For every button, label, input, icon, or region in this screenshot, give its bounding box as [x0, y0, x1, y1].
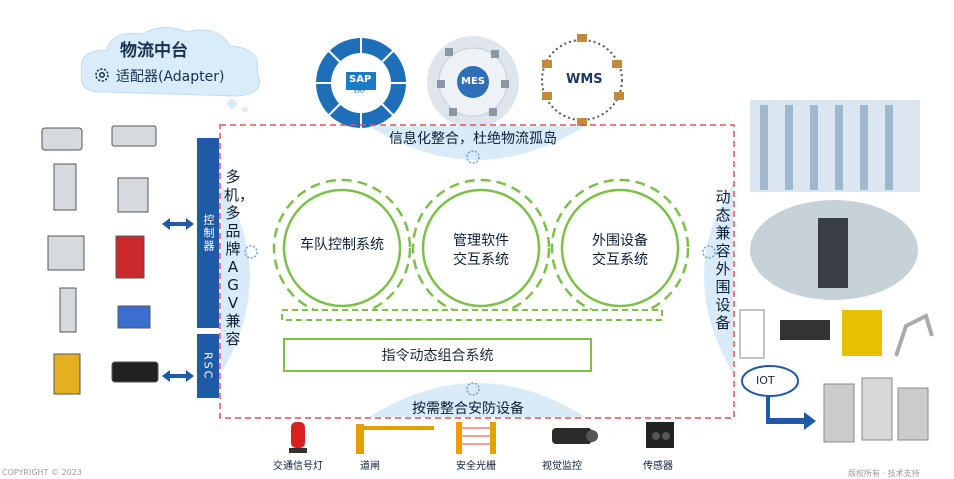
barrier-gate-icon: [356, 424, 434, 454]
wms-icon: [541, 34, 624, 126]
peripheral-devices: [739, 309, 934, 359]
sap-label: SAP: [349, 74, 372, 85]
device-label-traffic-light: 交通信号灯: [273, 461, 323, 472]
gear-label-mgmt: 管理软件 交互系统: [453, 233, 509, 268]
device-label-camera: 视觉监控: [542, 461, 582, 472]
lift-image: [750, 200, 918, 300]
traffic-light-icon: [289, 422, 307, 453]
erp-label: ERP: [354, 88, 366, 95]
small-gear-icon: [702, 245, 716, 259]
iot-arrow-icon: [766, 396, 816, 430]
cloud-shape: [80, 27, 260, 112]
top-banner: 信息化整合，杜绝物流孤岛: [389, 131, 557, 147]
device-label-barrier: 道闸: [360, 461, 380, 472]
gear-label-periph: 外围设备 交互系统: [592, 233, 648, 268]
cloud-subtitle: 适配器(Adapter): [116, 69, 225, 85]
cloud-title: 物流中台: [120, 41, 188, 61]
gears: [272, 178, 690, 321]
gear-label-fleet: 车队控制系统: [300, 237, 384, 253]
controller-bar: 控制器: [197, 138, 219, 328]
mes-label: MES: [461, 76, 485, 87]
gear-icon: [95, 68, 109, 82]
mes-icon: [427, 36, 519, 128]
double-arrow-icon: [162, 218, 194, 230]
footer-right: 版权所有 · 技术支持: [848, 469, 920, 478]
agv-robots: [41, 125, 159, 395]
footer-left: COPYRIGHT © 2023: [2, 468, 82, 477]
command-system-box: 指令动态组合系统: [283, 338, 592, 372]
left-vertical-text: 多机，多品牌AGV兼容: [224, 168, 255, 348]
right-vertical-text: 动态兼容外围设备: [715, 188, 731, 332]
small-gear-icon: [466, 150, 480, 164]
camera-icon: [552, 428, 598, 444]
device-label-light-curtain: 安全光栅: [456, 461, 496, 472]
sensor-icon: [646, 422, 674, 448]
production-line-image: [823, 377, 929, 443]
device-label-sensor: 传感器: [643, 461, 673, 472]
small-gear-icon: [244, 245, 258, 259]
warehouse-rack-image: [750, 100, 920, 192]
iot-label: IOT: [756, 374, 775, 387]
double-arrow-icon: [162, 370, 194, 382]
main-frame: [219, 124, 735, 419]
sap-erp-icon: [316, 38, 406, 128]
small-gear-icon: [466, 382, 480, 396]
wms-label: WMS: [566, 72, 603, 87]
rsc-bar: RSC: [197, 334, 219, 398]
bottom-banner: 按需整合安防设备: [412, 401, 524, 417]
light-curtain-icon: [456, 422, 496, 454]
